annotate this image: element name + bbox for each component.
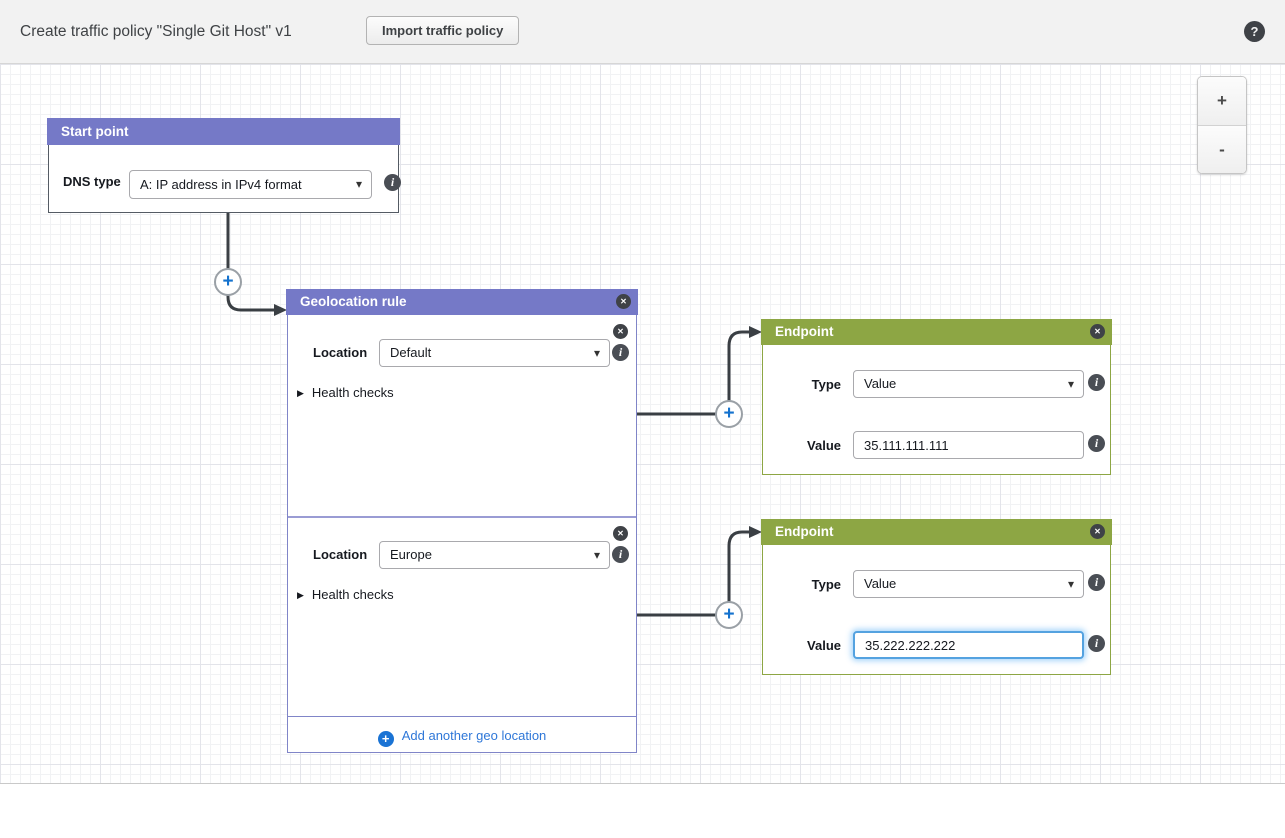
geolocation-rule-title: Geolocation rule	[300, 294, 407, 309]
endpoint-type-dropdown[interactable]: Value ▾	[853, 570, 1084, 598]
close-icon[interactable]: ✕	[613, 324, 628, 339]
chevron-down-icon: ▾	[1067, 577, 1074, 591]
location-info-icon[interactable]: i	[612, 546, 629, 563]
location-dropdown[interactable]: Default ▾	[379, 339, 610, 367]
type-info-icon[interactable]: i	[1088, 374, 1105, 391]
help-icon[interactable]: ?	[1244, 21, 1265, 42]
top-header-bar: Create traffic policy "Single Git Host" …	[0, 0, 1285, 64]
start-point-box: Start point DNS type A: IP address in IP…	[47, 118, 401, 213]
value-info-icon[interactable]: i	[1088, 635, 1105, 652]
insert-node-button-1[interactable]: +	[715, 400, 743, 428]
footer-bar: Cancel Create traffic policy	[0, 785, 1285, 838]
health-checks-label: Health checks	[311, 385, 394, 400]
location-label: Location	[313, 547, 368, 562]
location-selected-value: Europe	[390, 547, 432, 562]
location-info-icon[interactable]: i	[612, 344, 629, 361]
endpoint-type-dropdown[interactable]: Value ▾	[853, 370, 1084, 398]
type-label: Type	[811, 377, 841, 392]
geo-rule-footer: + Add another geo location	[288, 716, 636, 754]
endpoint-box-2: Endpoint ✕ Type Value ▾ i Value i	[761, 519, 1112, 675]
triangle-right-icon: ▶	[297, 590, 304, 600]
endpoint-box-1: Endpoint ✕ Type Value ▾ i Value i	[761, 319, 1112, 475]
zoom-out-button[interactable]: -	[1198, 125, 1246, 173]
insert-node-button-2[interactable]: +	[715, 601, 743, 629]
add-geo-location-link[interactable]: + Add another geo location	[377, 717, 547, 754]
page-title: Create traffic policy "Single Git Host" …	[20, 23, 292, 40]
geolocation-rule-header: Geolocation rule ✕	[286, 289, 638, 315]
dns-type-selected-value: A: IP address in IPv4 format	[140, 177, 302, 192]
zoom-in-button[interactable]: +	[1198, 77, 1246, 125]
endpoint-title: Endpoint	[775, 324, 834, 339]
chevron-down-icon: ▾	[593, 548, 600, 562]
health-checks-label: Health checks	[311, 587, 394, 602]
endpoint-value-input[interactable]	[853, 431, 1084, 459]
value-label: Value	[807, 438, 841, 453]
endpoint-type-selected-value: Value	[864, 376, 897, 391]
close-icon[interactable]: ✕	[616, 294, 631, 309]
location-dropdown[interactable]: Europe ▾	[379, 541, 610, 569]
import-traffic-policy-button[interactable]: Import traffic policy	[366, 16, 520, 45]
start-point-header: Start point	[47, 118, 400, 145]
endpoint-header: Endpoint ✕	[761, 519, 1112, 545]
dns-type-info-icon[interactable]: i	[384, 174, 401, 191]
type-label: Type	[811, 577, 841, 592]
geo-section-default: ✕ Location Default ▾ i ▶ Health checks	[288, 316, 636, 516]
location-selected-value: Default	[390, 345, 432, 360]
plus-icon: +	[377, 731, 394, 747]
zoom-controls: + -	[1197, 76, 1247, 174]
close-icon[interactable]: ✕	[1090, 524, 1105, 539]
close-icon[interactable]: ✕	[613, 526, 628, 541]
add-geo-location-label: Add another geo location	[401, 728, 547, 743]
endpoint-type-selected-value: Value	[864, 576, 897, 591]
chevron-down-icon: ▾	[593, 346, 600, 360]
health-checks-toggle[interactable]: ▶ Health checks	[297, 587, 394, 602]
geolocation-rule-box: Geolocation rule ✕ ✕ Location Default ▾ …	[286, 289, 638, 754]
chevron-down-icon: ▾	[1067, 377, 1074, 391]
dns-type-label: DNS type	[63, 174, 121, 189]
endpoint-title: Endpoint	[775, 524, 834, 539]
health-checks-toggle[interactable]: ▶ Health checks	[297, 385, 394, 400]
insert-rule-button[interactable]: +	[214, 268, 242, 296]
geo-section-europe: ✕ Location Europe ▾ i ▶ Health checks	[288, 516, 636, 716]
triangle-right-icon: ▶	[297, 388, 304, 398]
dns-type-dropdown[interactable]: A: IP address in IPv4 format ▾	[129, 170, 372, 199]
close-icon[interactable]: ✕	[1090, 324, 1105, 339]
endpoint-value-input-focused[interactable]	[853, 631, 1084, 659]
endpoint-header: Endpoint ✕	[761, 319, 1112, 345]
value-label: Value	[807, 638, 841, 653]
value-info-icon[interactable]: i	[1088, 435, 1105, 452]
location-label: Location	[313, 345, 368, 360]
chevron-down-icon: ▾	[355, 177, 362, 191]
type-info-icon[interactable]: i	[1088, 574, 1105, 591]
